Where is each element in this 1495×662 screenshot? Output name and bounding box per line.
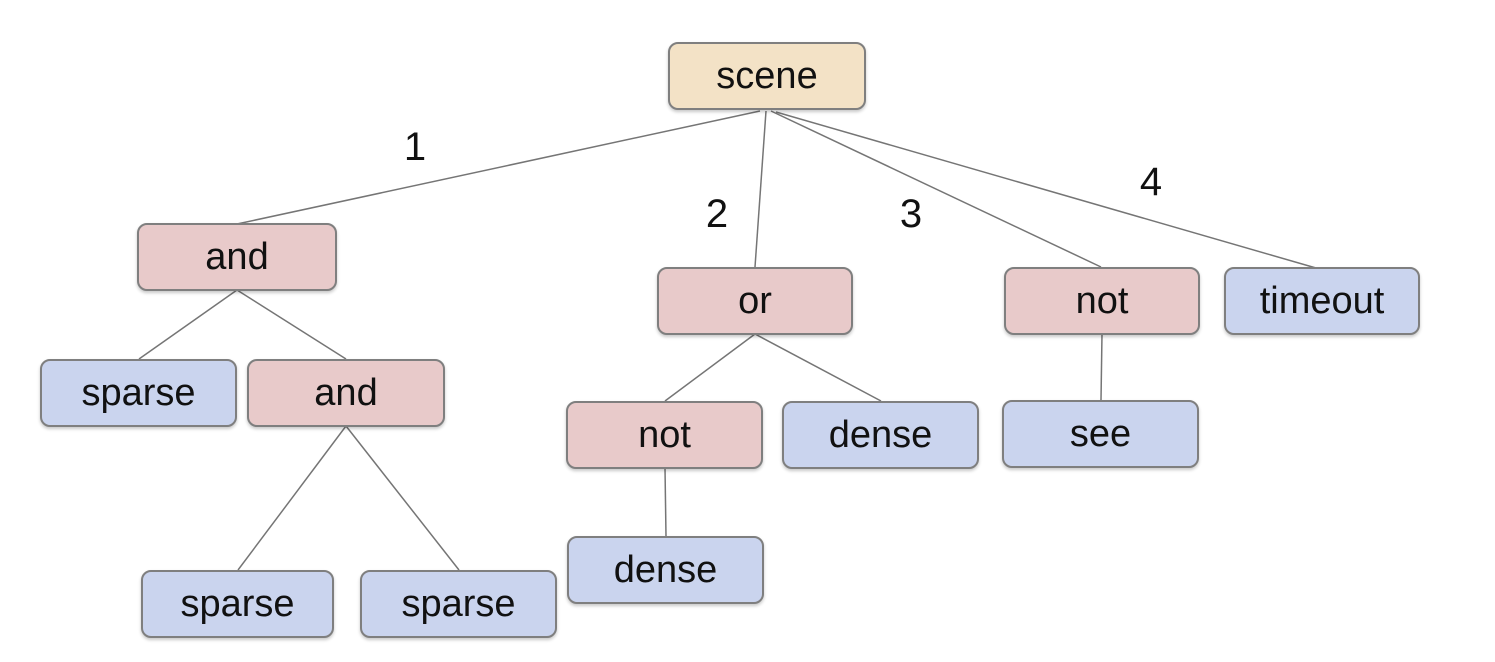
edge-or-dense — [754, 333, 882, 402]
tree-node-and-1[interactable]: and — [137, 223, 337, 291]
tree-node-see[interactable]: see — [1002, 400, 1199, 468]
node-label: scene — [716, 55, 818, 97]
tree-node-not-1[interactable]: not — [1004, 267, 1200, 335]
edge-not-see — [1100, 333, 1103, 401]
tree-node-scene[interactable]: scene — [668, 42, 866, 110]
tree-node-or-1[interactable]: or — [657, 267, 853, 335]
node-label: or — [738, 280, 772, 322]
edge-number-3: 3 — [899, 192, 923, 236]
node-label: dense — [613, 549, 718, 591]
edge-or-not2 — [664, 333, 756, 402]
tree-node-sparse-3[interactable]: sparse — [360, 570, 557, 638]
edge-scene-and — [236, 110, 761, 225]
tree-node-sparse-2[interactable]: sparse — [141, 570, 334, 638]
node-label: sparse — [180, 583, 295, 625]
tree-node-dense-1[interactable]: dense — [782, 401, 979, 469]
edge-scene-timeout — [775, 111, 1317, 269]
tree-node-not-2[interactable]: not — [566, 401, 763, 469]
edge-scene-or — [754, 110, 767, 268]
node-label: dense — [828, 414, 933, 456]
node-label: not — [638, 414, 691, 456]
tree-node-timeout[interactable]: timeout — [1224, 267, 1420, 335]
node-label: see — [1069, 413, 1132, 455]
edge-and2-sparse2 — [237, 425, 347, 571]
edge-and-and — [236, 289, 347, 360]
edge-not2-dense2 — [664, 467, 667, 537]
edge-number-4: 4 — [1139, 160, 1163, 204]
node-label: sparse — [401, 583, 516, 625]
edge-and-sparse — [138, 289, 238, 360]
tree-node-sparse-1[interactable]: sparse — [40, 359, 237, 427]
node-label: and — [205, 236, 269, 278]
edge-number-2: 2 — [705, 192, 729, 236]
tree-node-dense-2[interactable]: dense — [567, 536, 764, 604]
node-label: timeout — [1259, 280, 1385, 322]
node-label: not — [1075, 280, 1129, 322]
tree-node-and-2[interactable]: and — [247, 359, 445, 427]
edge-scene-not — [770, 110, 1102, 268]
edge-number-1: 1 — [403, 125, 427, 169]
node-label: sparse — [81, 372, 196, 414]
node-label: and — [314, 372, 378, 414]
edge-and2-sparse3 — [345, 425, 460, 571]
